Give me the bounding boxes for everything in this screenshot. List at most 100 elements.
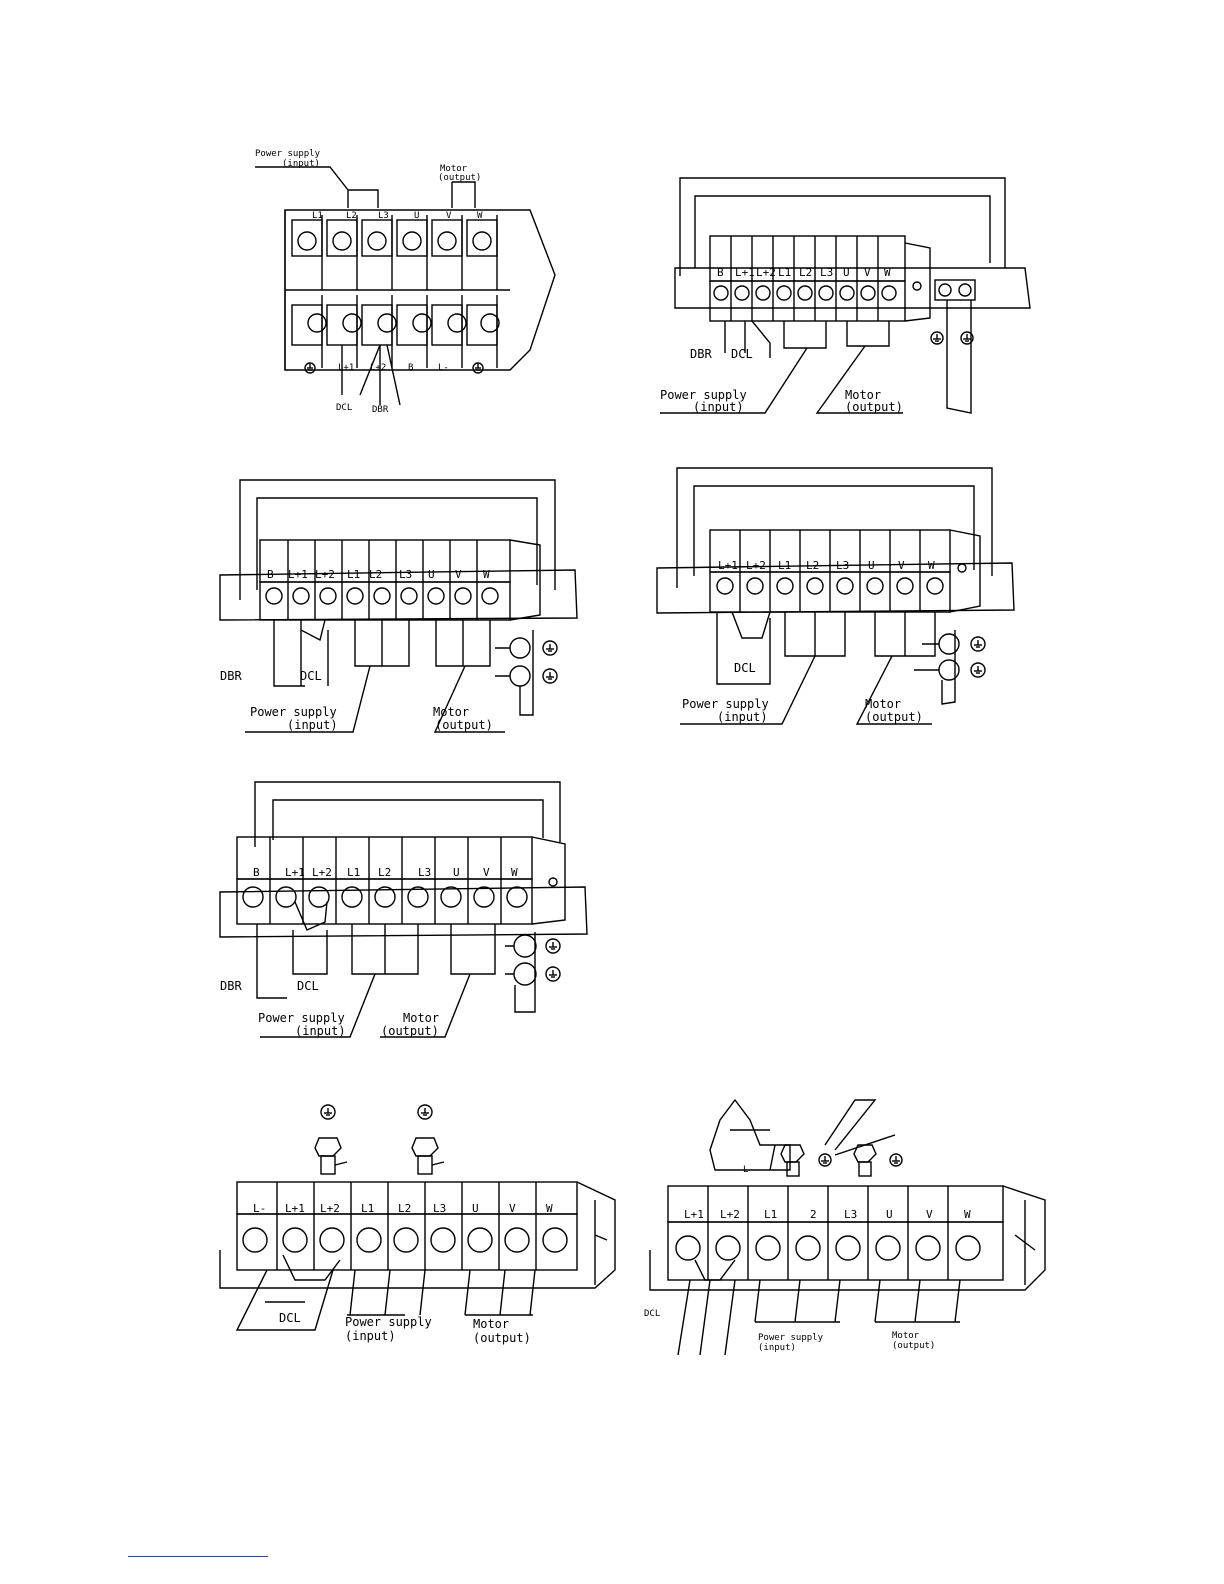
terminal-label: W xyxy=(928,559,935,572)
panel-3-output-label: (output) xyxy=(435,718,493,732)
panel-6-dcl-label: DCL xyxy=(279,1311,301,1325)
panel-4-input-label: (input) xyxy=(717,710,768,724)
terminal-label: L+1 xyxy=(718,559,738,572)
panel-4-dcl-label: DCL xyxy=(734,661,756,675)
panel-7-terminal-block: L- DCL Power supply (input) Motor (outpu… xyxy=(640,1090,1050,1360)
terminal-label: V xyxy=(455,568,462,581)
terminal-label: L+1 xyxy=(338,363,354,373)
panel-2-drawing: DBR DCL Power supply (input) Motor (outp… xyxy=(660,177,1031,414)
panel-3-drawing: DBR DCL Power supply (input) Motor (outp… xyxy=(219,479,578,733)
terminal-label: L1 xyxy=(312,211,323,221)
terminal-label: L2 xyxy=(799,266,812,279)
panel-2-motor-label: Motor xyxy=(845,388,881,402)
terminal-label: L+1 xyxy=(285,1202,305,1215)
terminal-label: U xyxy=(414,211,419,221)
panel-2-dbr-label: DBR xyxy=(690,347,712,361)
panel-5-power-supply-label: Power supply xyxy=(258,1011,345,1025)
terminal-label: L+2 xyxy=(315,568,335,581)
terminal-label: B xyxy=(253,866,260,879)
terminal-label: L1 xyxy=(778,266,791,279)
panel-7-power-supply-label: Power supply xyxy=(758,1333,824,1343)
panel-7-dcl-label: DCL xyxy=(644,1309,660,1319)
footnote-rule xyxy=(128,1556,268,1557)
terminal-label: L1 xyxy=(764,1208,777,1221)
panel-4-terminal-block: DCL Power supply (input) Motor (output) … xyxy=(652,458,1024,734)
panel-1-input-label: (input) xyxy=(282,159,320,169)
panel-2-dcl-label: DCL xyxy=(731,347,753,361)
terminal-label: L3 xyxy=(399,568,412,581)
terminal-label: V xyxy=(509,1202,516,1215)
terminal-label: L+1 xyxy=(285,866,305,879)
panel-5-motor-label: Motor xyxy=(403,1011,439,1025)
terminal-label: V xyxy=(446,211,452,221)
panel-6-terminal-block: DCL Power supply (input) Motor (output) … xyxy=(215,1090,623,1352)
terminal-label: B xyxy=(717,266,724,279)
terminal-label: L3 xyxy=(844,1208,857,1221)
terminal-label: L2 xyxy=(346,211,357,221)
terminal-label: L+2 xyxy=(746,559,766,572)
terminal-label: V xyxy=(864,266,871,279)
panel-6-drawing: DCL Power supply (input) Motor (output) … xyxy=(219,1104,616,1345)
terminal-label: L+1 xyxy=(288,568,308,581)
terminal-label: L3 xyxy=(836,559,849,572)
panel-6-input-label: (input) xyxy=(345,1329,396,1343)
terminal-label: V xyxy=(898,559,905,572)
terminal-label: U xyxy=(453,866,460,879)
terminal-label: 2 xyxy=(810,1208,817,1221)
terminal-label: L+2 xyxy=(312,866,332,879)
panel-3-terminal-block: DBR DCL Power supply (input) Motor (outp… xyxy=(215,470,585,740)
panel-4-drawing: DCL Power supply (input) Motor (output) … xyxy=(656,467,1015,725)
panel-1-power-supply-label: Power supply xyxy=(255,149,321,159)
panel-7-busbar-label: L- xyxy=(743,1165,754,1175)
terminal-label: L1 xyxy=(347,866,360,879)
panel-5-dbr-label: DBR xyxy=(220,979,242,993)
terminal-label: L1 xyxy=(778,559,791,572)
panel-2-output-label: (output) xyxy=(845,400,903,414)
terminal-label: W xyxy=(483,568,490,581)
terminal-label: L2 xyxy=(378,866,391,879)
panel-4-output-label: (output) xyxy=(865,710,923,724)
terminal-label: L1 xyxy=(347,568,360,581)
terminal-label: L+1 xyxy=(735,266,755,279)
panel-5-output-label: (output) xyxy=(381,1024,439,1038)
panel-1-output-label: (output) xyxy=(438,173,481,183)
terminal-label: U xyxy=(428,568,435,581)
terminal-label: W xyxy=(964,1208,971,1221)
terminal-label: L+2 xyxy=(370,363,386,373)
panel-1-dbr-label: DBR xyxy=(372,405,389,415)
terminal-label: L+2 xyxy=(320,1202,340,1215)
terminal-label: L2 xyxy=(398,1202,411,1215)
panel-2-power-supply-label: Power supply xyxy=(660,388,747,402)
panel-5-input-label: (input) xyxy=(295,1024,346,1038)
panel-6-output-label: (output) xyxy=(473,1331,531,1345)
terminal-label: W xyxy=(546,1202,553,1215)
panel-1-motor-label: Motor xyxy=(440,164,468,174)
panel-3-motor-label: Motor xyxy=(433,705,469,719)
panel-5-terminal-block: DBR DCL Power supply (input) Motor (outp… xyxy=(215,772,593,1054)
terminal-label: L3 xyxy=(418,866,431,879)
terminal-label: U xyxy=(472,1202,479,1215)
panel-2-terminal-block: DBR DCL Power supply (input) Motor (outp… xyxy=(655,168,1035,423)
terminal-label: L- xyxy=(253,1202,266,1215)
panel-7-motor-label: Motor xyxy=(892,1331,920,1341)
panel-3-power-supply-label: Power supply xyxy=(250,705,337,719)
panel-7-output-label: (output) xyxy=(892,1341,935,1351)
terminal-label: L3 xyxy=(820,266,833,279)
terminal-label: L+2 xyxy=(756,266,776,279)
terminal-label: W xyxy=(511,866,518,879)
panel-3-input-label: (input) xyxy=(287,718,338,732)
panel-4-motor-label: Motor xyxy=(865,697,901,711)
panel-6-motor-label: Motor xyxy=(473,1317,509,1331)
panel-7-drawing: L- DCL Power supply (input) Motor (outpu… xyxy=(644,1098,1046,1356)
terminal-label: V xyxy=(926,1208,933,1221)
terminal-label: L+1 xyxy=(684,1208,704,1221)
terminal-label: U xyxy=(868,559,875,572)
panel-1-drawing: Power supply (input) Motor (output) L1 L… xyxy=(255,149,556,415)
terminal-label: V xyxy=(483,866,490,879)
terminal-label: L- xyxy=(438,363,449,373)
panel-1-terminal-block: Power supply (input) Motor (output) L1 L… xyxy=(230,140,560,430)
terminal-label: L2 xyxy=(369,568,382,581)
terminal-label: B xyxy=(408,363,413,373)
panel-5-dcl-label: DCL xyxy=(297,979,319,993)
panel-3-dcl-label: DCL xyxy=(300,669,322,683)
